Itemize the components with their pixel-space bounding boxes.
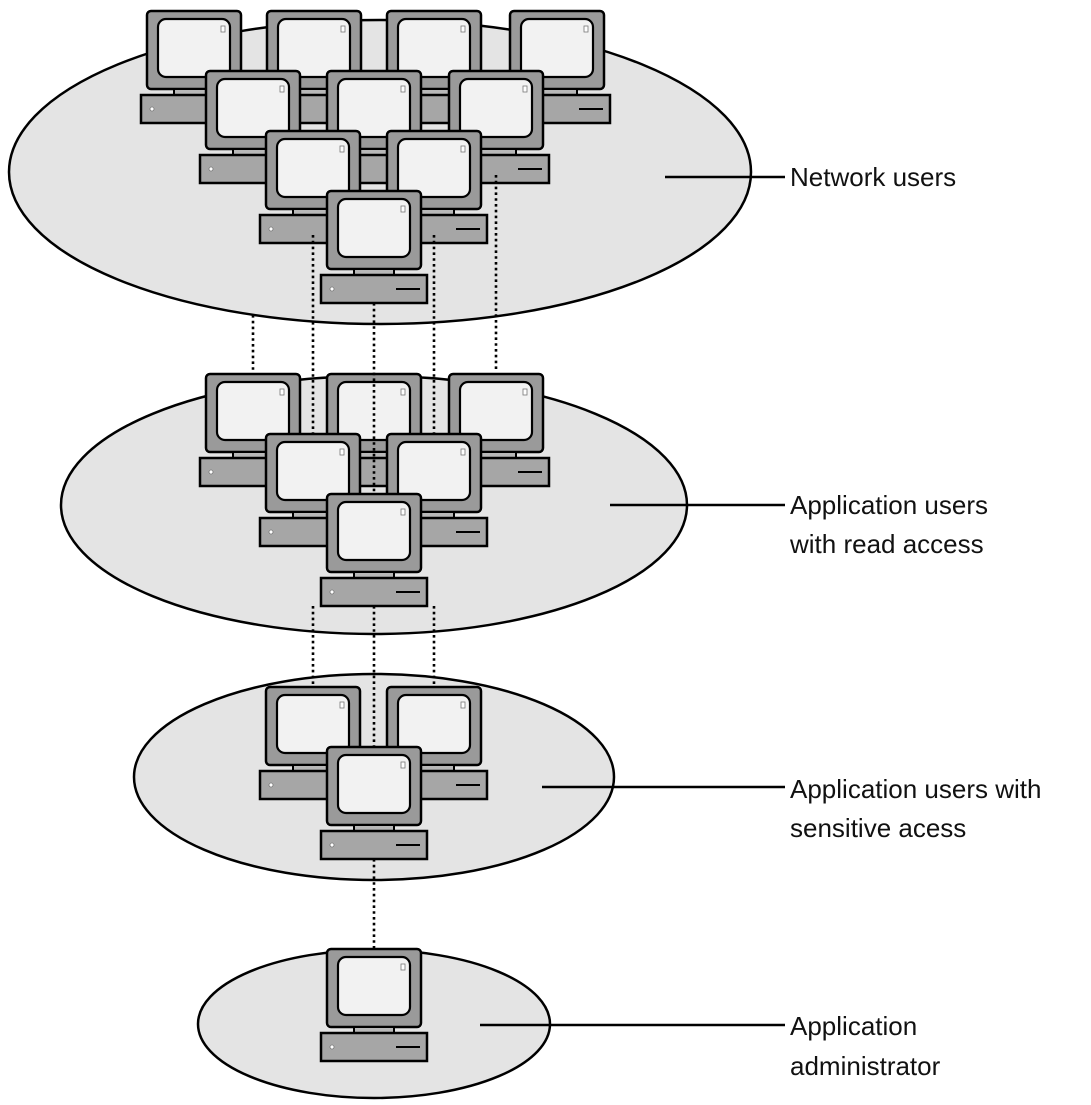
tier-network-users <box>7 9 785 326</box>
label-line: Application users with <box>790 774 1041 804</box>
label-line: with read access <box>789 529 984 559</box>
computer-icon <box>319 745 429 861</box>
computer-icon <box>319 189 429 305</box>
label-sensitive-access: Application users with sensitive acess <box>790 774 1049 843</box>
computer-icon <box>319 492 429 608</box>
label-line: Application <box>790 1011 917 1041</box>
label-line: administrator <box>790 1051 941 1081</box>
label-administrator: Application administrator <box>790 1011 941 1081</box>
tier-administrator-computers <box>319 947 429 1063</box>
access-connections <box>251 175 498 949</box>
tier-sensitive-access <box>132 672 785 882</box>
label-line: Network users <box>790 162 956 192</box>
label-line: Application users <box>790 490 988 520</box>
computer-icon <box>319 947 429 1063</box>
tier-labels: Network users Application users with rea… <box>789 162 1049 1081</box>
label-read-access: Application users with read access <box>789 490 995 559</box>
label-network-users: Network users <box>790 162 956 192</box>
label-line: sensitive acess <box>790 813 966 843</box>
tier-read-access <box>59 372 785 636</box>
tier-administrator <box>196 947 785 1100</box>
